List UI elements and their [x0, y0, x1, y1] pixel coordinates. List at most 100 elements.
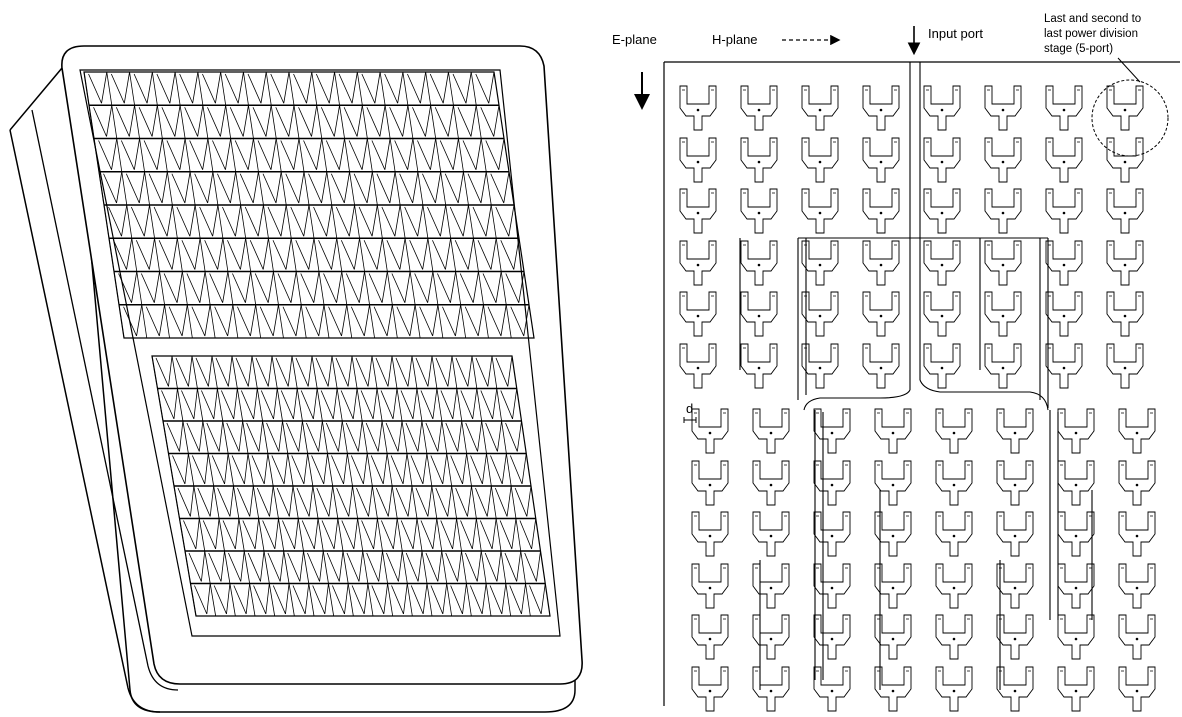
radiating-slot	[207, 138, 232, 172]
callout-label-line-3: stage (5-port)	[1044, 43, 1113, 55]
radiating-slot	[106, 71, 130, 106]
radiating-slot	[113, 271, 138, 305]
radiating-slot	[396, 388, 418, 422]
radiating-slot	[227, 271, 252, 305]
radiating-slot	[456, 518, 477, 552]
feed-element	[984, 291, 1022, 337]
radiating-slot	[171, 204, 196, 239]
feed-element	[740, 188, 778, 234]
feed-element	[874, 563, 912, 609]
feed-element	[1057, 460, 1095, 506]
radiating-slot	[213, 485, 234, 519]
radiating-slot	[341, 271, 365, 305]
radiating-slot	[357, 518, 378, 552]
radiating-slot	[475, 105, 500, 139]
radiating-slot	[396, 518, 418, 552]
radiating-slot	[189, 171, 214, 206]
radiating-element-grid	[679, 85, 1156, 712]
radiating-slot	[404, 238, 429, 272]
feed-element	[1118, 666, 1156, 712]
radiating-slot	[399, 204, 424, 239]
radiating-slot	[164, 304, 188, 339]
radiating-slot	[141, 304, 165, 339]
feed-element	[935, 408, 973, 454]
callout-label-line-1: Last and second to	[1044, 13, 1141, 25]
radiating-slot	[171, 355, 193, 389]
radiating-slot	[525, 583, 546, 617]
feed-element	[679, 188, 717, 234]
radiating-slot	[83, 71, 108, 106]
radiating-slot	[194, 204, 219, 239]
radiating-slot	[505, 453, 527, 487]
radiating-slot	[182, 420, 204, 454]
radiating-slot	[354, 204, 378, 239]
radiating-slot	[379, 71, 404, 106]
radiating-slot	[263, 550, 285, 584]
radiating-slot	[334, 71, 358, 106]
feed-element	[984, 343, 1022, 389]
feed-element	[740, 343, 778, 389]
feed-element	[801, 240, 839, 286]
radiating-slot	[346, 453, 368, 487]
feed-element	[801, 137, 839, 183]
radiating-slot	[394, 171, 419, 206]
feed-element	[801, 343, 839, 389]
radiating-slot	[473, 238, 497, 272]
feed-element	[996, 666, 1034, 712]
radiating-slot	[321, 138, 345, 172]
radiating-slot	[202, 105, 227, 139]
radiating-slot	[478, 271, 502, 305]
radiating-slot	[103, 204, 128, 239]
radiating-slot	[222, 420, 244, 454]
feed-element	[862, 240, 900, 286]
radiating-slot	[421, 420, 443, 454]
radiating-slot	[168, 453, 189, 487]
radiating-slot	[327, 453, 348, 487]
radiating-slot	[352, 485, 373, 519]
radiating-slot	[243, 550, 265, 584]
radiating-slot	[296, 388, 318, 422]
feed-element	[1106, 343, 1144, 389]
input-port-label: Input port	[928, 26, 983, 41]
radiating-slot	[347, 583, 369, 617]
radiating-slot	[436, 388, 458, 422]
radiating-slot	[166, 171, 191, 206]
radiating-slot	[318, 271, 343, 305]
radiating-slot	[409, 271, 434, 305]
feed-element	[935, 614, 973, 660]
radiating-slot	[275, 138, 300, 172]
slot-grid-upper	[83, 71, 535, 339]
feed-element	[1118, 460, 1156, 506]
radiating-slot	[265, 71, 290, 106]
radiating-slot	[323, 304, 348, 339]
radiating-slot	[316, 105, 340, 139]
radiating-slot	[451, 485, 472, 519]
radiating-slot	[446, 583, 467, 617]
radiating-slot	[308, 583, 329, 617]
feed-element	[862, 85, 900, 131]
radiating-slot	[490, 204, 515, 239]
radiating-slot	[491, 355, 513, 389]
radiating-slot	[283, 550, 304, 584]
radiating-slot	[256, 388, 278, 422]
radiating-slot	[432, 271, 457, 305]
radiating-slot	[190, 583, 211, 617]
radiating-slot	[238, 518, 260, 552]
feed-element	[752, 563, 790, 609]
feed-element	[1057, 666, 1095, 712]
radiating-slot	[174, 71, 199, 106]
feed-element	[862, 343, 900, 389]
radiating-slot	[371, 171, 396, 206]
radiating-slot	[224, 550, 245, 584]
radiating-slot	[476, 388, 498, 422]
spacing-marker: d	[683, 401, 697, 423]
radiating-slot	[211, 355, 233, 389]
radiating-slot	[342, 550, 364, 584]
feed-element	[935, 460, 973, 506]
h-plane-label: H-plane	[712, 32, 758, 47]
radiating-slot	[344, 138, 368, 172]
radiating-slot	[361, 105, 386, 139]
radiating-slot	[249, 583, 270, 617]
feed-element	[691, 408, 729, 454]
radiating-slot	[129, 71, 153, 106]
